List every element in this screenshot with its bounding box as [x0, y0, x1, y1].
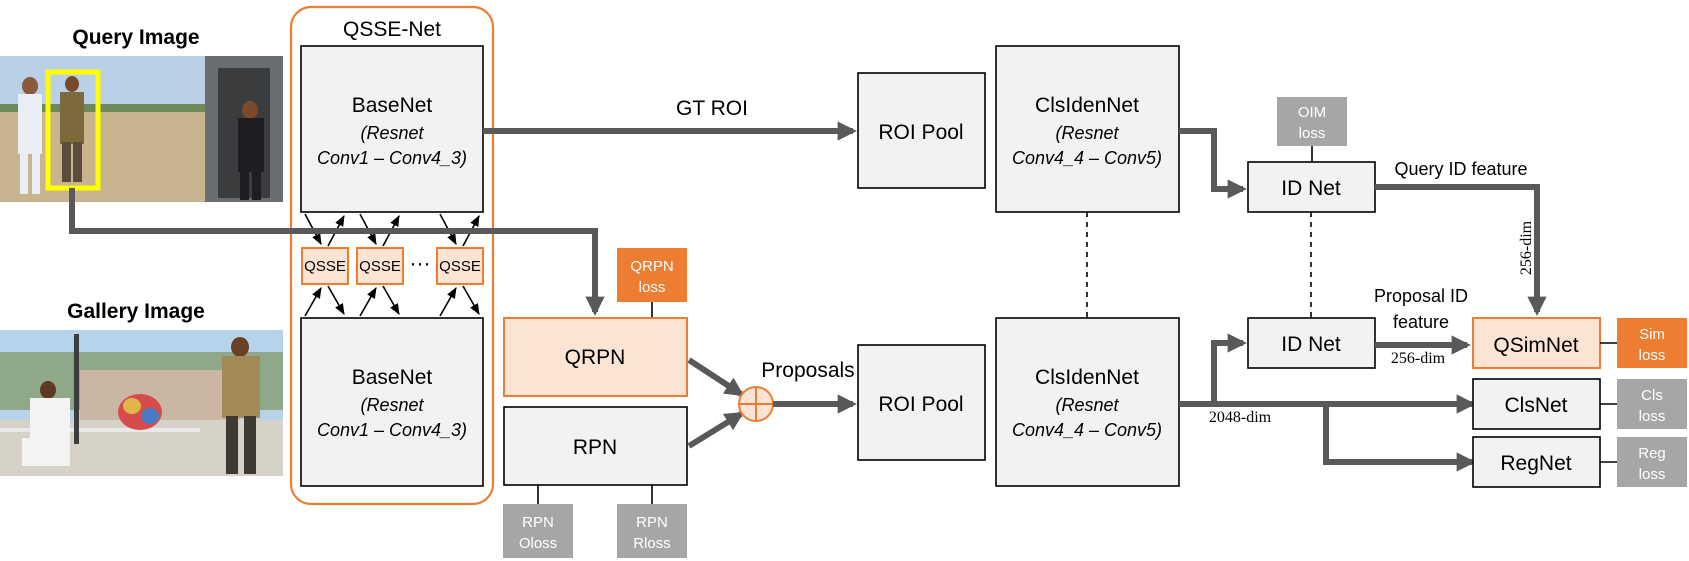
- rpn-oloss-line2: Oloss: [519, 535, 557, 552]
- qsse-net-container: [289, 5, 495, 506]
- qsse-module-3: [436, 247, 484, 285]
- cls-loss-line2: loss: [1639, 408, 1666, 425]
- idnet-bottom-block: [1247, 317, 1376, 369]
- clsidennet-bottom-sub2: Conv4_4 – Conv5): [1012, 420, 1162, 440]
- query-feature-arrow: [1375, 184, 1547, 316]
- qsse-ellipsis: ···: [410, 252, 431, 275]
- sum-node: [738, 386, 774, 422]
- qrpn-to-sum-arrow: [687, 357, 745, 397]
- reg-loss-box: [1617, 437, 1687, 487]
- basenet-bottom-sub1: (Resnet: [360, 395, 424, 415]
- rpn-rloss-line1: RPN: [636, 514, 668, 531]
- query-image: [0, 56, 283, 202]
- regnet-block: [1472, 436, 1601, 488]
- sim-loss-box: [1617, 318, 1687, 368]
- clsnet-label: ClsNet: [1504, 394, 1567, 417]
- qrpn-loss-line1: QRPN: [630, 258, 673, 275]
- rpn-rloss-line2: Rloss: [633, 535, 671, 552]
- roi-pool-bottom-block: [857, 344, 986, 461]
- reg-loss-line2: loss: [1639, 466, 1666, 483]
- proposal-id-feature-label2: feature: [1393, 312, 1449, 332]
- clsidennet-top-sub2: Conv4_4 – Conv5): [1012, 148, 1162, 168]
- rpn-block: [503, 406, 688, 486]
- rpn-rloss-box: [617, 504, 687, 558]
- idnet-bottom-label: ID Net: [1281, 333, 1341, 356]
- reg-loss-line1: Reg: [1638, 445, 1666, 462]
- gallery-image-title: Gallery Image: [67, 300, 205, 323]
- qsse-module-2-label: QSSE: [359, 258, 401, 275]
- gallery-image: [0, 330, 283, 476]
- proposal-id-feature-label1: Proposal ID: [1374, 286, 1468, 306]
- clsidennet-bottom-sub1: (Resnet: [1055, 395, 1119, 415]
- clsidennet-top-name: ClsIdenNet: [1035, 94, 1139, 117]
- gt-roi-label: GT ROI: [676, 97, 748, 120]
- qsse-module-3-label: QSSE: [439, 258, 481, 275]
- qrpn-label: QRPN: [565, 346, 626, 369]
- basenet-top-name: BaseNet: [352, 94, 433, 117]
- qrpn-block: [503, 317, 688, 397]
- clsiden-to-idnet-bottom-arrow: [1211, 333, 1247, 404]
- rpn-oloss-box: [503, 504, 573, 558]
- dim-256-vertical-label: 256-dim: [1518, 220, 1535, 275]
- clsidennet-bottom-block: [995, 317, 1180, 487]
- basenet-top-sub2: Conv1 – Conv4_3): [317, 148, 467, 168]
- regnet-label: RegNet: [1500, 452, 1571, 475]
- oim-loss-line2: loss: [1299, 125, 1326, 142]
- idnet-top-label: ID Net: [1281, 177, 1341, 200]
- basenet-bottom-block: [300, 317, 484, 487]
- sim-loss-line2: loss: [1639, 347, 1666, 364]
- cls-loss-box: [1617, 379, 1687, 429]
- sim-loss-line1: Sim: [1639, 326, 1665, 343]
- clsiden-to-regnet-arrow: [1323, 404, 1476, 472]
- clsidennet-bottom-name: ClsIdenNet: [1035, 366, 1139, 389]
- qsimnet-label: QSimNet: [1493, 334, 1578, 357]
- query-id-feature-label: Query ID feature: [1394, 159, 1527, 179]
- qsse-module-1: [301, 247, 349, 285]
- roi-pool-top-block: [857, 72, 986, 189]
- clsiden-to-idnet-top-arrow: [1179, 128, 1247, 199]
- rpn-oloss-line1: RPN: [522, 514, 554, 531]
- oim-loss-box: [1277, 97, 1347, 146]
- rpn-label: RPN: [573, 436, 617, 459]
- basenet-bottom-sub2: Conv1 – Conv4_3): [317, 420, 467, 440]
- qrpn-loss-line2: loss: [639, 279, 666, 296]
- cls-loss-line1: Cls: [1641, 387, 1663, 404]
- basenet-top-sub1: (Resnet: [360, 123, 424, 143]
- rpn-to-sum-arrow: [687, 411, 745, 449]
- dim-2048-label: 2048-dim: [1209, 409, 1272, 426]
- clsidennet-top-block: [995, 45, 1180, 213]
- qsse-net-title: QSSE-Net: [343, 18, 441, 41]
- clsidennet-top-sub1: (Resnet: [1055, 123, 1119, 143]
- query-to-qrpn-arrow: [69, 188, 605, 316]
- roi-pool-top-label: ROI Pool: [878, 121, 963, 144]
- qrpn-loss-box: [617, 248, 687, 302]
- basenet-bottom-name: BaseNet: [352, 366, 433, 389]
- oim-loss-line1: OIM: [1298, 104, 1326, 121]
- dim-256-label: 256-dim: [1391, 350, 1446, 367]
- qsse-module-1-label: QSSE: [304, 258, 346, 275]
- proposals-label: Proposals: [761, 359, 854, 382]
- roi-pool-bottom-label: ROI Pool: [878, 393, 963, 416]
- qsse-module-2: [356, 247, 404, 285]
- clsnet-block: [1472, 378, 1601, 430]
- basenet-top-block: [300, 45, 484, 213]
- query-image-title: Query Image: [72, 26, 199, 49]
